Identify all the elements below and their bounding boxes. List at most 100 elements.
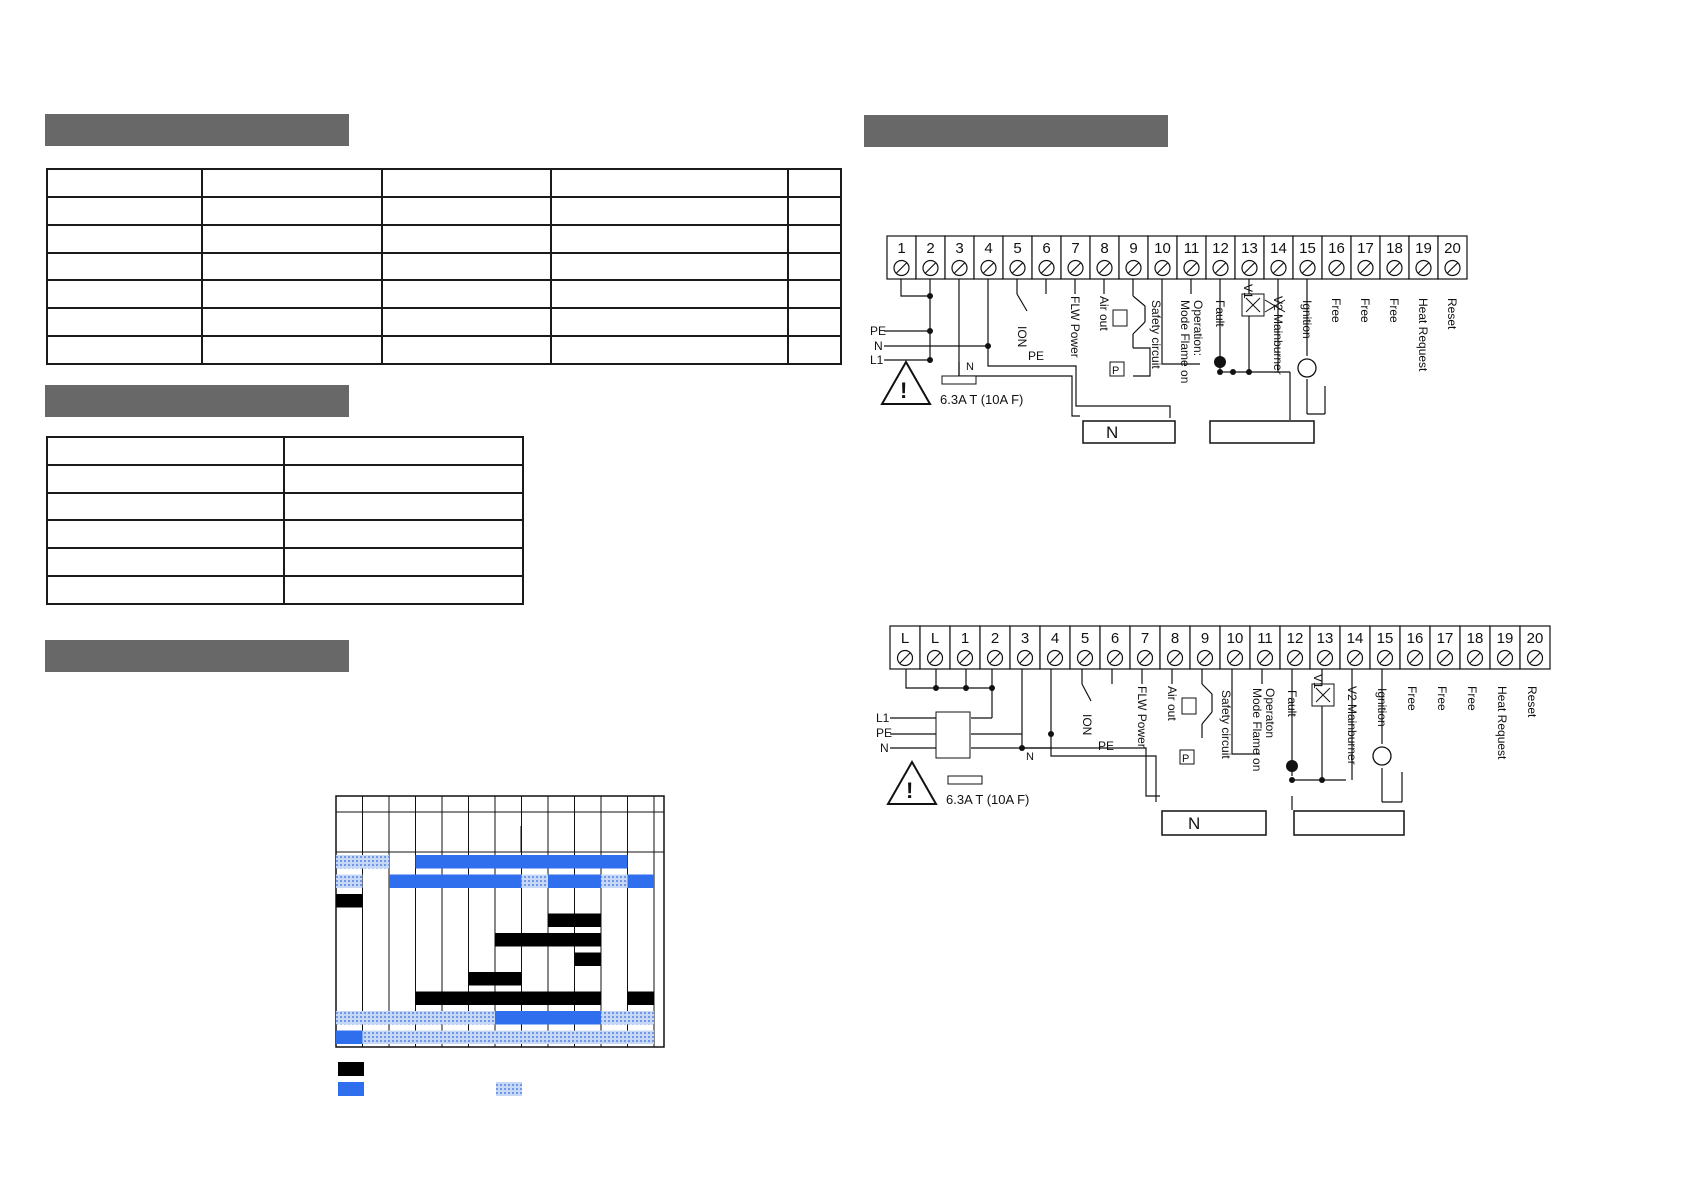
fault-label: Fault <box>1213 300 1227 327</box>
terminal-number: 12 <box>1212 240 1229 257</box>
pe-terminal-block <box>1209 420 1315 444</box>
timing-bar-blue <box>548 874 601 888</box>
terminal-number: 4 <box>984 240 992 257</box>
terminal-number: 17 <box>1357 240 1374 257</box>
terminal-number: 10 <box>1154 240 1171 257</box>
specs-table-2 <box>46 436 524 605</box>
timing-bar-dotted <box>521 874 548 888</box>
timing-bar-dotted <box>601 1011 654 1025</box>
terminal-6: 6 <box>1031 235 1062 280</box>
terminal-number: 18 <box>1386 240 1403 257</box>
air-out-label: Air out <box>1097 296 1111 331</box>
terminal-number: 9 <box>1129 240 1137 257</box>
v1-label: V1 <box>1241 284 1255 299</box>
terminal-14: 14 <box>1263 235 1294 280</box>
warning-icon: ! <box>880 359 932 405</box>
fault-lamp-icon <box>1286 760 1298 772</box>
terminal-number: 11 <box>1257 630 1273 647</box>
terminal-number: 13 <box>1317 630 1334 647</box>
neutral-terminal-block <box>1082 420 1176 444</box>
terminal-5: 5 <box>1069 625 1101 670</box>
table-row <box>46 463 524 494</box>
terminal-19: 19 <box>1489 625 1521 670</box>
terminal-17: 17 <box>1429 625 1461 670</box>
terminal-number: 10 <box>1227 630 1244 647</box>
table-row <box>46 491 524 522</box>
operation-label: Operation: <box>1191 300 1205 356</box>
timing-bar-dotted <box>415 1011 495 1025</box>
terminal-18: 18 <box>1459 625 1491 670</box>
terminal-13: 13 <box>1234 235 1265 280</box>
terminal-number: 6 <box>1042 240 1050 257</box>
air-out-label: Air out <box>1165 686 1179 721</box>
timing-bar-on <box>574 952 601 966</box>
free-label-18: Free <box>1465 686 1479 711</box>
timing-bar-blue <box>627 874 654 888</box>
terminal-number: 12 <box>1287 630 1304 647</box>
terminal-number: 14 <box>1347 630 1364 647</box>
terminal-15: 15 <box>1369 625 1401 670</box>
heat-request-label: Heat Request <box>1495 686 1509 760</box>
terminal-number: 1 <box>961 630 969 647</box>
terminal-17: 17 <box>1350 235 1381 280</box>
terminal-number: 15 <box>1299 240 1316 257</box>
ion-label: ION <box>1015 326 1029 347</box>
table-row <box>46 519 524 550</box>
mains-terminal-block <box>935 711 971 759</box>
terminal-3: 3 <box>1009 625 1041 670</box>
table-row <box>46 335 842 365</box>
terminal-2: 2 <box>979 625 1011 670</box>
reset-label: Reset <box>1445 298 1459 330</box>
table-row <box>46 195 842 226</box>
table-row <box>46 307 842 338</box>
terminal-number: 14 <box>1270 240 1287 257</box>
terminal-number: 1 <box>897 240 905 257</box>
terminal-number: 17 <box>1437 630 1454 647</box>
terminal-9: 9 <box>1118 235 1149 280</box>
terminal-number: 3 <box>955 240 963 257</box>
ion-label: ION <box>1080 714 1094 735</box>
terminal-16: 16 <box>1399 625 1431 670</box>
terminal-number: 18 <box>1467 630 1484 647</box>
timing-bar-on <box>468 972 522 986</box>
flw-label: FLW Power <box>1135 686 1149 748</box>
table-row <box>46 436 524 466</box>
terminal-8: 8 <box>1089 235 1120 280</box>
pe-terminal-block <box>1293 810 1405 836</box>
terminal-number: 16 <box>1407 630 1424 647</box>
mode-flame-label: Mode Flame on <box>1178 300 1192 383</box>
reset-label: Reset <box>1525 686 1539 718</box>
timing-bar-dotted <box>336 855 389 869</box>
fault-lamp-icon <box>1214 356 1226 368</box>
terminal-number: 5 <box>1013 240 1021 257</box>
timing-bar-blue <box>389 874 522 888</box>
pressure-label: P <box>1112 365 1119 377</box>
terminal-11: 11 <box>1176 235 1207 280</box>
n-label: N <box>880 741 889 755</box>
table-row <box>46 547 524 578</box>
air-out-symbol <box>1181 697 1197 715</box>
terminal-8: 8 <box>1159 625 1191 670</box>
timing-chart <box>335 795 665 1096</box>
terminal-number: 20 <box>1527 630 1544 647</box>
n-inner-label: N <box>1026 751 1034 763</box>
table-row <box>46 223 842 254</box>
legend-dotted-swatch <box>496 1082 522 1096</box>
warning-icon: ! <box>886 759 938 805</box>
ignition-label: Ignition <box>1375 688 1389 727</box>
terminal-number: 4 <box>1051 630 1059 647</box>
v1-label: V1 <box>1311 674 1325 689</box>
terminal-7: 7 <box>1129 625 1161 670</box>
terminal-number: 16 <box>1328 240 1345 257</box>
terminal-number: 3 <box>1021 630 1029 647</box>
timing-bar-blue <box>495 1011 601 1025</box>
terminal-6: 6 <box>1099 625 1131 670</box>
terminal-15: 15 <box>1292 235 1323 280</box>
l1-label: L1 <box>870 353 884 367</box>
timing-bar-on <box>548 913 601 927</box>
terminal-1: 1 <box>886 235 917 280</box>
terminal-9: 9 <box>1189 625 1221 670</box>
neutral-block-label: N <box>1188 814 1200 833</box>
timing-bar-dotted <box>336 874 363 888</box>
section-header-bar-3 <box>45 640 349 672</box>
